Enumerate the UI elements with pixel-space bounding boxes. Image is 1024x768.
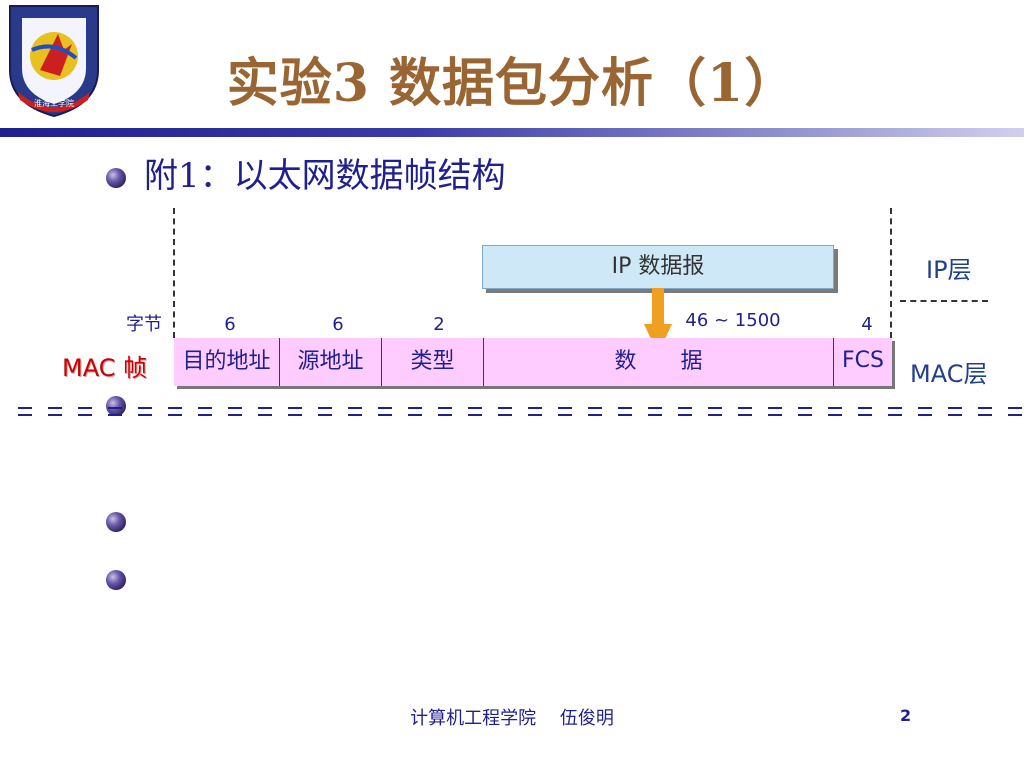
frame-field-type: 类型 [382, 338, 484, 386]
byte-count: 6 [224, 314, 236, 335]
frame-field-data: 数 据 [484, 338, 834, 386]
frame-field-fcs: FCS [842, 348, 884, 373]
ip-datagram-box: IP 数据报 [482, 245, 834, 289]
ip-layer-dashed-line [900, 300, 988, 302]
mac-frame-label: MAC 帧 [62, 354, 148, 382]
layer-separator-line [18, 407, 1024, 416]
title-divider-bar [0, 128, 1024, 137]
byte-count: 6 [332, 314, 344, 335]
byte-unit-label: 字节 [126, 314, 162, 335]
bullet-icon [106, 512, 126, 532]
bullet-icon [106, 396, 126, 416]
bullet-icon [106, 570, 126, 590]
bullet-icon [106, 168, 126, 188]
left-dashed-guide [173, 208, 175, 338]
slide-title: 实验3 数据包分析（1） [226, 53, 798, 114]
byte-count: 46 ~ 1500 [685, 310, 781, 331]
right-dashed-guide [890, 208, 892, 338]
footer-author: 计算机工程学院 伍俊明 [410, 708, 614, 729]
ip-layer-label: IP层 [926, 256, 972, 284]
mac-frame: 目的地址 源地址 类型 数 据 FCS [174, 338, 892, 386]
byte-count: 4 [861, 314, 873, 335]
section-subtitle: 附1：以太网数据帧结构 [144, 156, 506, 196]
svg-text:淮海工学院: 淮海工学院 [34, 98, 74, 108]
frame-field-dest-address: 目的地址 [174, 338, 280, 386]
page-number: 2 [900, 706, 912, 725]
mac-layer-label: MAC层 [910, 360, 988, 388]
frame-field-source-address: 源地址 [280, 338, 382, 386]
byte-count: 2 [433, 314, 445, 335]
college-logo: 淮海工学院 [9, 5, 99, 118]
